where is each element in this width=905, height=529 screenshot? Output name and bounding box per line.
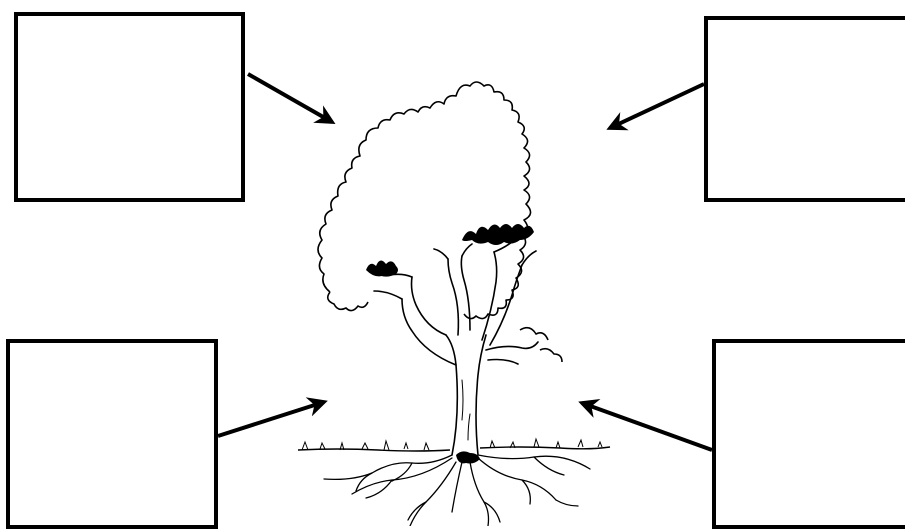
label-box-bottom-left[interactable] (6, 339, 218, 529)
label-box-top-left[interactable] (14, 12, 245, 202)
arrows (218, 74, 712, 450)
tree-trunk (374, 242, 538, 455)
tree-canopy (318, 82, 562, 362)
tree-roots (324, 455, 590, 526)
arrow-top-left (248, 74, 332, 122)
arrow-top-right (610, 84, 704, 128)
root-crown (456, 451, 480, 463)
arrow-bottom-right (582, 403, 712, 450)
arrow-bottom-left (218, 402, 324, 436)
foliage-tufts (366, 224, 534, 277)
label-box-bottom-right[interactable] (712, 339, 905, 529)
label-box-top-right[interactable] (704, 16, 905, 202)
